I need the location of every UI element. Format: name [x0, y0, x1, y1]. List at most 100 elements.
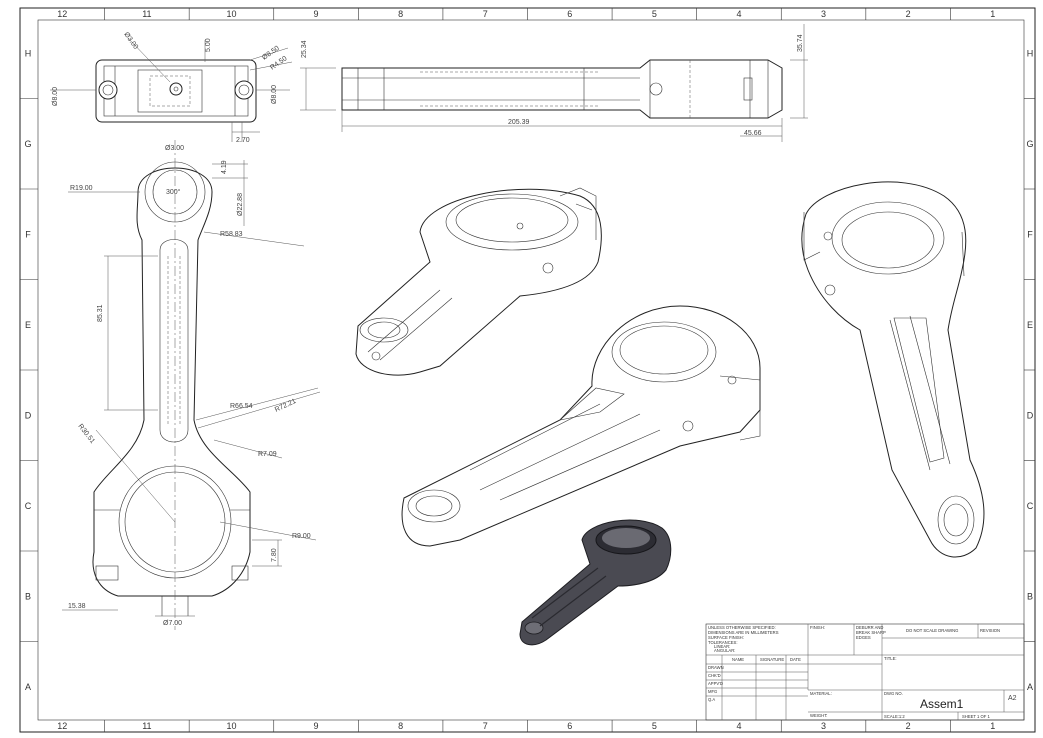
tb-title-label: TITLE:: [884, 656, 897, 661]
tb-deburr-2: BREAK SHARP: [856, 630, 886, 635]
tb-col-name: NAME: [732, 657, 744, 662]
zone-column-label: 11: [142, 721, 151, 731]
zone-row-label: F: [25, 229, 31, 239]
tb-finish-label: FINISH:: [810, 625, 825, 630]
zone-column-label: 1: [990, 9, 995, 19]
tb-row-appvd: APPV'D: [708, 681, 723, 686]
dim-front-7: 85.31: [97, 304, 104, 322]
zone-row-label: A: [1027, 682, 1033, 692]
zone-column-label: 2: [906, 9, 911, 19]
dim-top-7: 2.70: [236, 137, 250, 144]
zone-column-label: 11: [142, 9, 151, 19]
zone-rows-right: H G F E D C B A: [1024, 48, 1035, 692]
dim-front-6: R58.83: [220, 231, 243, 238]
zone-column-label: 7: [483, 721, 488, 731]
zone-columns-bottom: 12 11 10 9 8 7 6 5 4 3 2 1: [57, 720, 995, 732]
zone-column-label: 12: [57, 721, 67, 731]
zone-column-label: 4: [736, 721, 741, 731]
tb-revision: REVISION: [980, 628, 1000, 633]
zone-row-label: A: [25, 682, 31, 692]
tb-do-not-scale: DO NOT SCALE DRAWING: [906, 628, 958, 633]
dim-front-2: 4.19: [221, 160, 228, 174]
tb-sheet: SHEET 1 OF 1: [962, 714, 991, 719]
tb-note-5: LINEAR:: [714, 644, 730, 649]
dim-side-1: 25.34: [301, 40, 308, 58]
dim-front-12: R9.00: [292, 533, 311, 540]
zone-row-label: C: [1027, 501, 1034, 511]
dim-front-8: R66.54: [230, 403, 253, 410]
tb-note-1: UNLESS OTHERWISE SPECIFIED:: [708, 625, 776, 630]
dim-front-9: R72.21: [274, 398, 298, 414]
zone-row-label: D: [1027, 410, 1034, 420]
zone-row-label: G: [24, 139, 31, 149]
dim-top-5: Ø8.00: [52, 87, 59, 106]
dim-front-4: Ø22.88: [237, 193, 244, 216]
zone-column-label: 3: [821, 9, 826, 19]
zone-column-label: 2: [906, 721, 911, 731]
top-view: Ø3.00 5.00 Ø8.50 R4.50 Ø8.00 Ø8.00 2.70: [50, 31, 293, 144]
zone-row-label: E: [25, 320, 31, 330]
isometric-view-1: [355, 187, 602, 376]
tb-scale: SCALE:1:2: [884, 714, 905, 719]
dim-top-1: Ø3.00: [122, 31, 139, 51]
tb-material-label: MATERIAL:: [810, 691, 832, 696]
tb-note-4: TOLERANCES:: [708, 640, 737, 645]
zone-column-label: 6: [567, 721, 572, 731]
dim-side-4: 45.66: [744, 130, 762, 137]
tb-row-mfg: MFG: [708, 689, 717, 694]
zone-column-label: 7: [483, 9, 488, 19]
tb-weight-label: WEIGHT:: [810, 713, 827, 718]
zone-row-label: H: [1027, 48, 1034, 58]
dim-front-10: R7.09: [258, 451, 277, 458]
zone-column-label: 5: [652, 721, 657, 731]
dim-front-13: 7.80: [271, 548, 278, 562]
tb-dwg-no-label: DWG NO.: [884, 691, 903, 696]
tb-row-qa: Q.A: [708, 697, 715, 702]
title-block: UNLESS OTHERWISE SPECIFIED: DIMENSIONS A…: [705, 623, 1025, 721]
tb-dwg-no: Assem1: [920, 697, 964, 711]
dim-top-2: 5.00: [205, 38, 212, 52]
tb-row-drawn: DRAWN: [708, 665, 724, 670]
zone-row-label: G: [1026, 139, 1033, 149]
zone-column-label: 9: [314, 9, 319, 19]
dim-front-5: R19.00: [70, 185, 93, 192]
zone-row-label: B: [1027, 591, 1033, 601]
zone-column-label: 1: [990, 721, 995, 731]
tb-col-signature: SIGNATURE: [760, 657, 784, 662]
dim-front-14: 15.38: [68, 603, 86, 610]
zone-row-label: C: [25, 501, 32, 511]
front-view: Ø3.00 4.19 300° Ø22.88 R19.00 R58.83 85.…: [62, 140, 321, 630]
zone-row-label: H: [25, 48, 32, 58]
zone-column-label: 8: [398, 721, 403, 731]
zone-column-label: 3: [821, 721, 826, 731]
dim-front-1: Ø3.00: [165, 145, 184, 152]
zone-row-label: D: [25, 410, 32, 420]
dim-front-3: 300°: [166, 188, 181, 196]
zone-column-label: 5: [652, 9, 657, 19]
zone-column-label: 8: [398, 9, 403, 19]
tb-size: A2: [1008, 695, 1017, 702]
zone-column-label: 4: [736, 9, 741, 19]
dim-front-11: R30.51: [76, 423, 95, 445]
zone-column-label: 9: [314, 721, 319, 731]
zone-row-label: F: [1027, 229, 1033, 239]
zone-column-label: 10: [226, 721, 236, 731]
dim-side-3: 205.39: [508, 119, 530, 126]
zone-rows-left: H G F E D C B A: [20, 48, 38, 692]
tb-note-2: DIMENSIONS ARE IN MILLIMETERS: [708, 630, 779, 635]
zone-column-label: 6: [567, 9, 572, 19]
zone-row-label: B: [25, 591, 31, 601]
tb-note-6: ANGULAR:: [714, 648, 735, 653]
tb-note-3: SURFACE FINISH:: [708, 635, 744, 640]
dim-side-2: 35.74: [797, 34, 804, 52]
side-view: 25.34 35.74 205.39 45.66: [300, 24, 808, 142]
dim-front-15: Ø7.00: [163, 620, 182, 627]
tb-row-chkd: CHK'D: [708, 673, 721, 678]
shaded-render-view: [519, 519, 672, 646]
zone-row-label: E: [1027, 320, 1033, 330]
tb-col-date: DATE: [790, 657, 801, 662]
zone-column-label: 10: [226, 9, 236, 19]
isometric-view-2: [401, 305, 761, 547]
